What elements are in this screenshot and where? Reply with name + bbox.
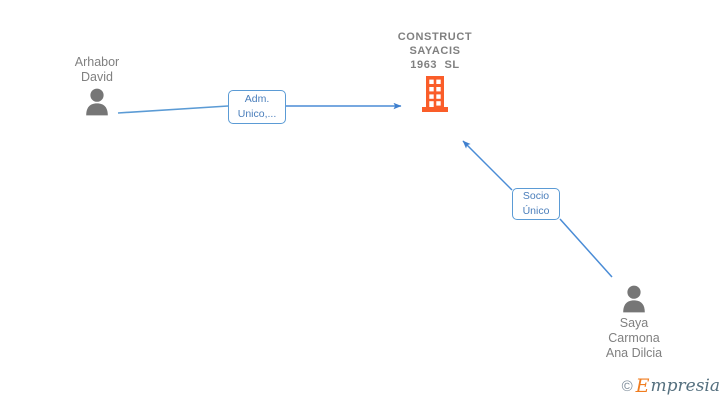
person-name-line-2: Carmona	[608, 331, 660, 345]
relation-label-line-1: Socio	[522, 190, 550, 202]
company-name-line-1: CONSTRUCT	[397, 31, 473, 43]
edge-person-to-adm-label	[117, 105, 229, 114]
person-name-line-3: Ana Dilcia	[605, 346, 663, 360]
company-node[interactable]: CONSTRUCT SAYACIS 1963 SL	[355, 30, 515, 117]
brand-name: mpresia	[650, 376, 721, 396]
building-icon[interactable]	[422, 76, 448, 112]
person-name-line-1: Saya	[619, 316, 649, 330]
person-node-saya-carmona-ana-dilcia[interactable]: Saya Carmona Ana Dilcia	[574, 282, 694, 361]
person-icon[interactable]	[84, 87, 110, 117]
person-name-line-1: Arhabor	[74, 55, 120, 69]
person-node-arhabor-david[interactable]: Arhabor David	[37, 55, 157, 119]
edge-person-to-socio-label	[559, 218, 613, 278]
relation-label-socio-unico[interactable]: Socio Único	[512, 188, 560, 220]
relation-label-line-1: Adm.	[244, 93, 270, 105]
relation-label-adm-unico[interactable]: Adm. Unico,...	[228, 90, 286, 124]
edge-socio-label-to-company	[462, 140, 513, 191]
watermark-empresia: © E mpresia	[622, 377, 720, 396]
copyright-icon: ©	[621, 378, 633, 395]
relation-label-line-2: Único	[522, 205, 550, 217]
person-name-line-2: David	[81, 70, 113, 84]
person-icon[interactable]	[621, 284, 647, 314]
company-name-line-2: SAYACIS	[409, 45, 461, 57]
company-name-line-3: 1963 SL	[410, 59, 460, 71]
brand-initial: E	[635, 375, 650, 397]
relation-label-line-2: Unico,...	[237, 108, 277, 120]
